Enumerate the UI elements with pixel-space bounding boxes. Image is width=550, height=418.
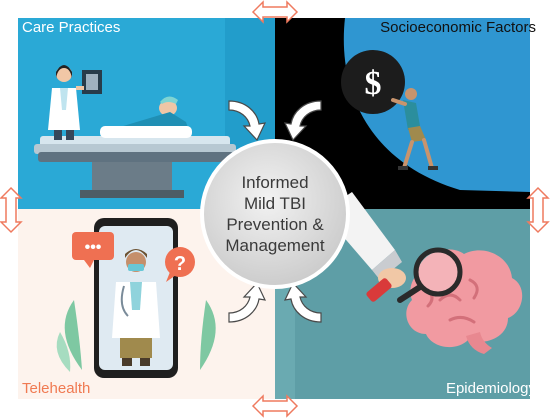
center-title-line-4: Management	[225, 236, 325, 255]
arrow-from-care-practices	[228, 100, 267, 142]
ellipsis-icon: •••	[85, 239, 102, 256]
socioeconomic-factors-label: Socioeconomic Factors	[380, 19, 536, 36]
socioeconomic-illustration: $	[341, 50, 438, 170]
center-circle	[200, 139, 350, 289]
care-practices-illustration	[34, 65, 236, 198]
care-practices-label: Care Practices	[22, 19, 121, 36]
curved-arrows	[228, 100, 322, 323]
center-title: Informed Mild TBI Prevention & Managemen…	[202, 141, 348, 287]
epidemiology-illustration	[322, 192, 523, 354]
arrow-from-telehealth	[228, 281, 267, 323]
center-title-line-1: Informed	[241, 173, 309, 192]
center-title-line-3: Prevention &	[226, 215, 324, 234]
arrow-from-socioeconomic	[283, 100, 322, 142]
dollar-icon: $	[365, 65, 382, 102]
epidemiology-label: Epidemiology	[445, 380, 536, 397]
telehealth-illustration: ••• ?	[56, 218, 216, 378]
bottom-double-arrow-icon	[251, 394, 299, 418]
arrow-from-epidemiology	[283, 281, 322, 323]
telehealth-label: Telehealth	[22, 380, 91, 397]
left-double-arrow-icon	[0, 186, 23, 234]
right-double-arrow-icon	[526, 186, 550, 234]
center-title-line-2: Mild TBI	[243, 194, 307, 213]
top-double-arrow-icon	[251, 0, 299, 24]
question-mark-icon: ?	[174, 253, 186, 275]
